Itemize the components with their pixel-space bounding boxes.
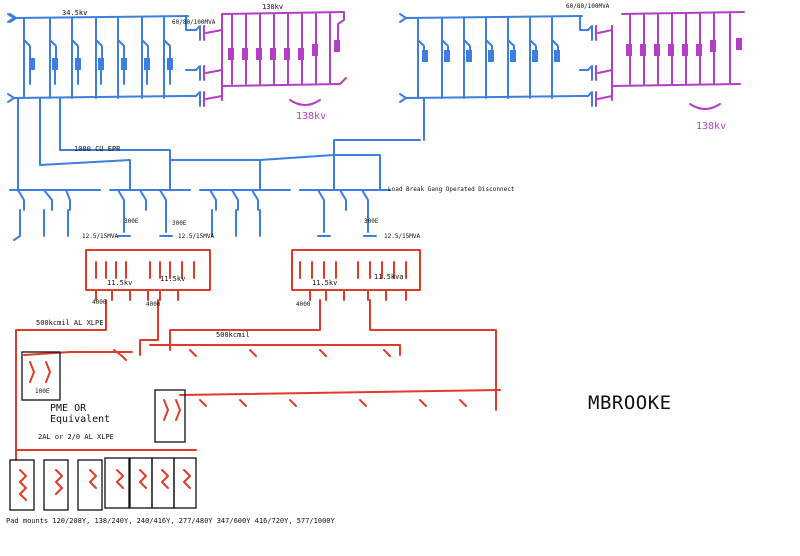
label-pad-mounts: Pad mounts 120/208Y, 138/240Y, 240/416Y,… — [6, 517, 335, 525]
label-4000-c: 4000 — [296, 301, 311, 308]
label-100e: 100E — [35, 388, 50, 395]
label-xfmr-c: 12.5/15MVA — [384, 233, 421, 240]
pme-box-left — [21, 351, 61, 401]
signature-mbrooke: MBROOKE — [588, 392, 672, 414]
left-11kv-substation — [15, 235, 211, 461]
ring-500kcmil — [23, 344, 501, 407]
left-138kv-bus — [221, 11, 347, 106]
label-11-5kv-b: 11.5kv — [160, 275, 186, 283]
label-500kcmil-al: 500kcmil AL XLPE — [36, 319, 104, 327]
right-power-transformers — [587, 25, 613, 107]
pme-box-center — [154, 389, 186, 443]
label-300e-c: 300E — [364, 218, 379, 225]
label-1000-cu-epr: 1000 CU EPR — [74, 145, 121, 153]
label-xfmr-a: 12.5/15MVA — [82, 233, 119, 240]
label-11-5kv-a: 11.5kv — [107, 279, 133, 287]
label-4000-b: 4000 — [146, 301, 161, 308]
right-34kv-switchgear — [333, 13, 589, 156]
label-300e-b: 300E — [172, 220, 187, 227]
label-11-5kva: 11.5kva — [374, 273, 404, 281]
right-138kv-bus — [611, 11, 745, 110]
label-xfmr-b: 12.5/15MVA — [178, 233, 215, 240]
right-11kv-substation — [169, 235, 497, 411]
pad-mount-transformers — [9, 449, 197, 511]
label-300e-a: 300E — [124, 218, 139, 225]
label-2al: 2AL or 2/0 AL XLPE — [38, 433, 114, 441]
label-138kv-right: 138kv — [696, 121, 727, 132]
label-138kv-left: 138kv — [296, 111, 327, 122]
cu-epr-distribution — [9, 114, 391, 241]
label-load-break: Load Break Gang Operated Disconnect — [388, 186, 515, 193]
label-mva-right: 60/80/100MVA — [566, 3, 610, 10]
label-138kv-top: 138kv — [262, 3, 284, 11]
label-500kcmil: 500kcmil — [216, 331, 250, 339]
label-11-5kv-c: 11.5kv — [312, 279, 338, 287]
left-power-transformers — [195, 25, 223, 107]
left-34kv-switchgear — [7, 13, 197, 131]
label-mva-left: 60/80/100MVA — [172, 19, 216, 26]
label-4000-a: 4000 — [92, 299, 107, 306]
label-pme-or: PME OR — [50, 403, 87, 414]
label-34-5kv: 34.5kv — [62, 9, 88, 17]
label-pme-equivalent: Equivalent — [50, 414, 111, 425]
